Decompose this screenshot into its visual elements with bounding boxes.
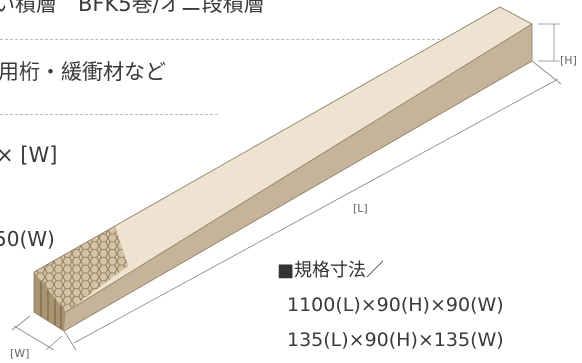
header-text-4: 50(W) xyxy=(0,227,55,251)
header-text-3: × [W] xyxy=(0,143,58,167)
beam-end-face xyxy=(34,272,66,331)
height-dimension-line xyxy=(538,23,560,62)
height-dimension-label: [H] xyxy=(560,54,577,67)
width-dimension-line xyxy=(11,315,63,351)
spec-heading: ■規格寸法／ xyxy=(277,260,385,281)
length-dimension-line xyxy=(63,60,562,351)
spec-line-1: 1100(L)×90(H)×90(W) xyxy=(287,294,504,316)
header-text-1: い積層 BFK5巻/オニ段積層 xyxy=(0,0,265,16)
spec-line-2: 135(L)×90(H)×135(W) xyxy=(287,329,504,351)
beam-side-face xyxy=(64,24,532,331)
dashed-divider xyxy=(0,39,445,40)
beam-top-face xyxy=(34,7,532,312)
honeycomb-top-pattern xyxy=(34,226,128,312)
dashed-divider xyxy=(0,114,218,115)
length-dimension-label: [L] xyxy=(353,202,368,215)
beam-end-layers xyxy=(40,281,62,329)
header-text-2: 用桁・緩衝材など xyxy=(0,60,166,84)
width-dimension-label: [W] xyxy=(10,347,29,360)
beam-edge xyxy=(65,23,533,313)
